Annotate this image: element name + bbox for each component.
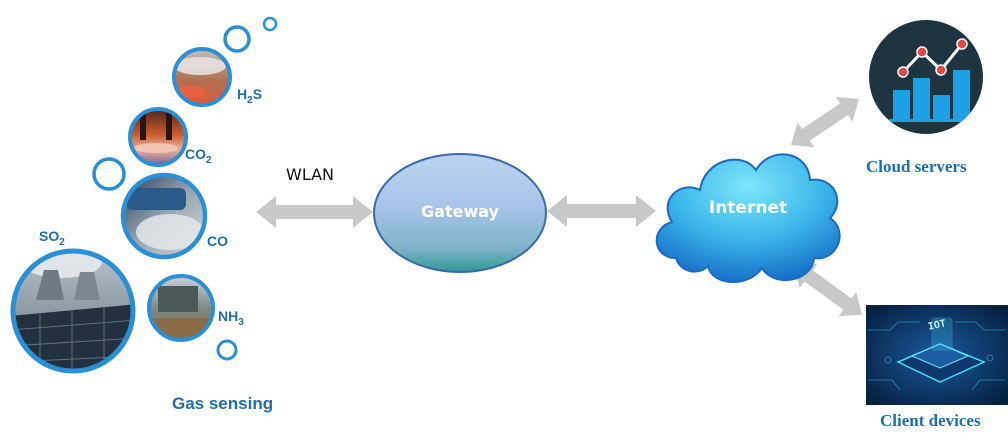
gateway-internet-arrow <box>547 195 656 227</box>
client-devices-label: Client devices <box>880 411 981 430</box>
wlan-arrow <box>256 196 373 228</box>
bubble-icon <box>92 157 126 191</box>
nh3-label: NH3 <box>218 308 244 328</box>
wlan-label: WLAN <box>286 165 335 184</box>
cloud-servers-icon <box>869 20 983 134</box>
nh3-photo-bubble <box>147 274 215 342</box>
cloud-servers-label: Cloud servers <box>866 157 967 176</box>
bar-chart-icon <box>893 90 910 120</box>
bubble-icon <box>223 25 251 53</box>
internet-cloud <box>655 153 841 283</box>
co-photo-bubble <box>120 172 208 260</box>
so2-photo-bubble <box>10 248 136 374</box>
bubble-icon <box>216 339 238 361</box>
co2-photo-bubble <box>128 107 188 167</box>
arrows <box>256 96 862 317</box>
internet-label: Internet <box>708 198 788 218</box>
gas-sensing-label: Gas sensing <box>172 394 274 413</box>
co2-label: CO2 <box>185 146 212 166</box>
iot-chip-icon <box>896 317 986 383</box>
bubble-icon <box>262 16 278 32</box>
so2-label: SO2 <box>39 228 65 248</box>
internet-cloud-arrow <box>791 96 859 148</box>
co-label: CO <box>207 233 228 249</box>
client-devices-image <box>866 305 1008 405</box>
gas-sensing-cluster <box>10 16 278 374</box>
gateway-label: Gateway <box>421 202 499 221</box>
h2s-photo-bubble <box>172 47 232 107</box>
h2s-label: H2S <box>237 86 263 106</box>
internet-devices-arrow <box>794 263 862 317</box>
gateway-node <box>373 153 547 273</box>
